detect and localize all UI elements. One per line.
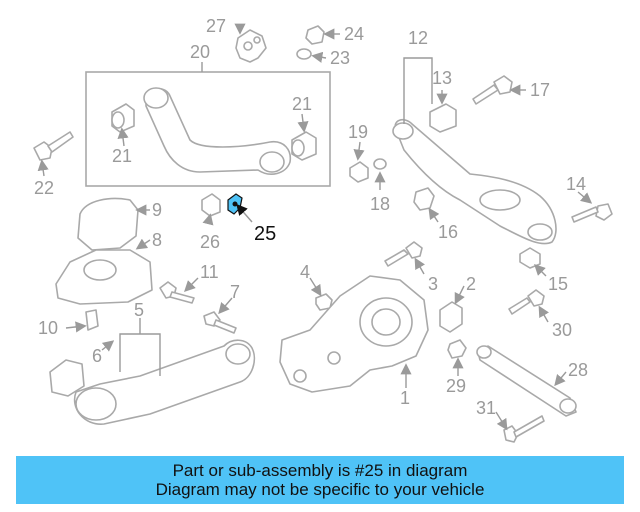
part-6-bushing (49, 359, 85, 397)
callout-8: 8 (152, 230, 162, 250)
callout-1: 1 (400, 388, 410, 408)
callout-5: 5 (134, 300, 144, 320)
part-18-washer (373, 158, 387, 170)
part-15-nut (519, 247, 541, 269)
part-11-bolt (159, 281, 195, 304)
callout-6: 6 (92, 346, 102, 366)
part-25-clip (227, 193, 243, 215)
part-2-bushing (439, 301, 463, 333)
part-27-bracket (235, 29, 267, 63)
part-20-upper-arm (143, 87, 292, 175)
callout-7: 7 (230, 282, 240, 302)
callout-18: 18 (370, 194, 390, 214)
part-30-bolt (508, 289, 545, 315)
callout-22: 22 (34, 178, 54, 198)
part-5-trailing-arm (73, 339, 256, 425)
callout-27: 27 (206, 16, 226, 36)
part-28-link (476, 345, 577, 417)
leader-lines (37, 23, 593, 431)
callout-9: 9 (152, 200, 162, 220)
callout-11: 11 (200, 262, 219, 282)
callout-29: 29 (446, 376, 466, 396)
part-31-bolt (503, 415, 545, 443)
part-26-nut (201, 193, 221, 217)
callout-labels: 27 24 23 20 21 21 22 12 13 17 19 18 16 1… (34, 16, 588, 418)
part-21-bushing-left (111, 103, 135, 133)
callout-14: 14 (566, 174, 586, 194)
part-12-lower-arm (392, 118, 557, 245)
part-16-cap (413, 187, 435, 211)
banner-line-2: Diagram may not be specific to your vehi… (155, 480, 485, 499)
callout-21-left: 21 (112, 146, 132, 166)
callout-17: 17 (530, 80, 550, 100)
part-21-bushing-right (291, 131, 317, 161)
group-20-box (85, 71, 331, 187)
part-29-nut (447, 339, 467, 359)
callout-31: 31 (476, 398, 496, 418)
part-8-mount (55, 249, 153, 305)
callout-19: 19 (348, 122, 368, 142)
part-17-bolt (472, 75, 513, 105)
part-1-knuckle (279, 275, 429, 393)
part-14-bolt (571, 203, 613, 223)
callout-10: 10 (38, 318, 58, 338)
callout-21-right: 21 (292, 94, 312, 114)
callout-2: 2 (466, 274, 476, 294)
callout-26: 26 (200, 232, 220, 252)
part-10-bolt (85, 309, 99, 331)
callout-16: 16 (438, 222, 458, 242)
part-3-bolt (384, 241, 423, 267)
callout-24: 24 (344, 24, 364, 44)
callout-23: 23 (330, 48, 350, 68)
callout-3: 3 (428, 274, 438, 294)
part-9-cover (77, 197, 139, 251)
callout-28: 28 (568, 360, 588, 380)
callout-20: 20 (190, 42, 210, 62)
part-23-washer (296, 48, 312, 60)
callout-12: 12 (408, 28, 428, 48)
callout-30: 30 (552, 320, 572, 340)
part-7-bolt (203, 311, 237, 334)
part-19-nut (349, 161, 369, 183)
callout-13: 13 (432, 68, 452, 88)
info-banner: Part or sub-assembly is #25 in diagram D… (16, 456, 624, 504)
callout-25: 25 (254, 223, 276, 245)
banner-line-1: Part or sub-assembly is #25 in diagram (172, 461, 468, 480)
callout-4: 4 (300, 262, 310, 282)
callout-15: 15 (548, 274, 568, 294)
part-24-nut (305, 25, 325, 45)
part-22-bolt (33, 131, 74, 161)
part-13-bushing (429, 103, 457, 133)
